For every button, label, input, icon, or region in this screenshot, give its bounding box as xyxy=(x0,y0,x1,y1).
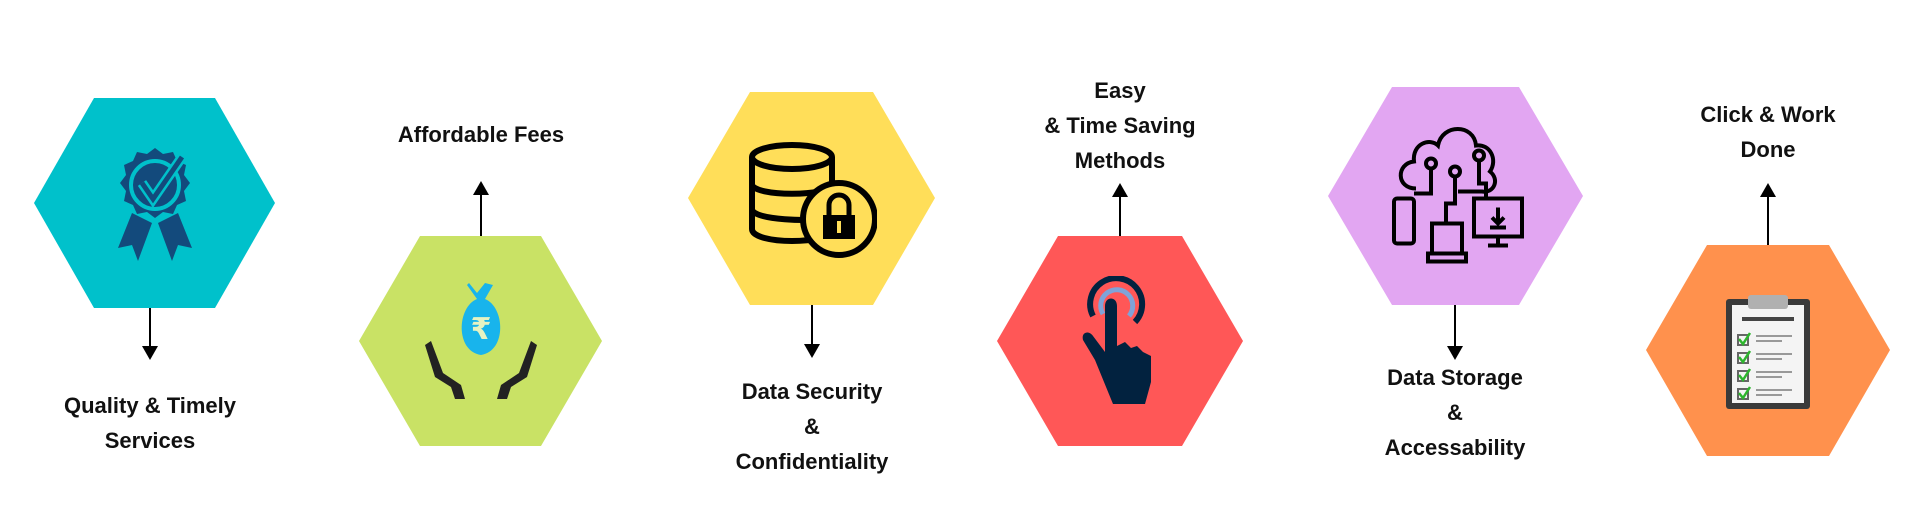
hex-click xyxy=(1646,245,1890,456)
label-line: Confidentiality xyxy=(735,449,889,474)
hex-security xyxy=(688,92,935,305)
arrow-down-quality xyxy=(142,308,158,360)
checklist-clipboard-icon xyxy=(1726,294,1810,409)
hex-storage xyxy=(1328,87,1583,305)
hex-fees: ₹ xyxy=(359,236,602,446)
label-line: Accessability xyxy=(1384,435,1526,460)
label-line: Quality & Timely xyxy=(64,393,236,418)
label-line: & xyxy=(804,414,820,439)
label-line: Done xyxy=(1740,137,1796,162)
label-line: Affordable Fees xyxy=(397,122,565,147)
arrow-up-click xyxy=(1760,183,1776,245)
label-line: & Time Saving xyxy=(1044,113,1196,138)
touch-hand-icon xyxy=(1082,276,1151,404)
label-line: Click & Work xyxy=(1700,102,1836,127)
arrow-up-fees xyxy=(473,181,489,236)
hex-easy xyxy=(997,236,1243,446)
label-security: Data Security & Confidentiality xyxy=(736,374,889,479)
label-click: Click & Work Done xyxy=(1700,97,1835,167)
cloud-devices-icon xyxy=(1391,127,1524,264)
label-line: Easy xyxy=(1094,78,1146,103)
arrow-down-storage xyxy=(1447,305,1463,360)
award-ribbon-icon xyxy=(117,148,192,261)
svg-text:₹: ₹ xyxy=(470,312,491,347)
arrow-down-security xyxy=(804,305,820,358)
money-bag-hands-icon: ₹ xyxy=(424,283,537,399)
database-lock-icon xyxy=(748,141,877,258)
label-easy: Easy & Time Saving Methods xyxy=(1044,73,1195,178)
hex-quality xyxy=(34,98,275,308)
label-quality: Quality & Timely Services xyxy=(64,388,236,458)
label-line: Data Storage xyxy=(1387,365,1523,390)
label-line: Methods xyxy=(1074,148,1166,173)
label-line: Data Security xyxy=(741,379,883,404)
label-fees: Affordable Fees xyxy=(398,117,564,152)
label-storage: Data Storage & Accessability xyxy=(1385,360,1526,465)
arrow-up-easy xyxy=(1112,183,1128,236)
label-line: & xyxy=(1447,400,1463,425)
label-line: Services xyxy=(104,428,196,453)
